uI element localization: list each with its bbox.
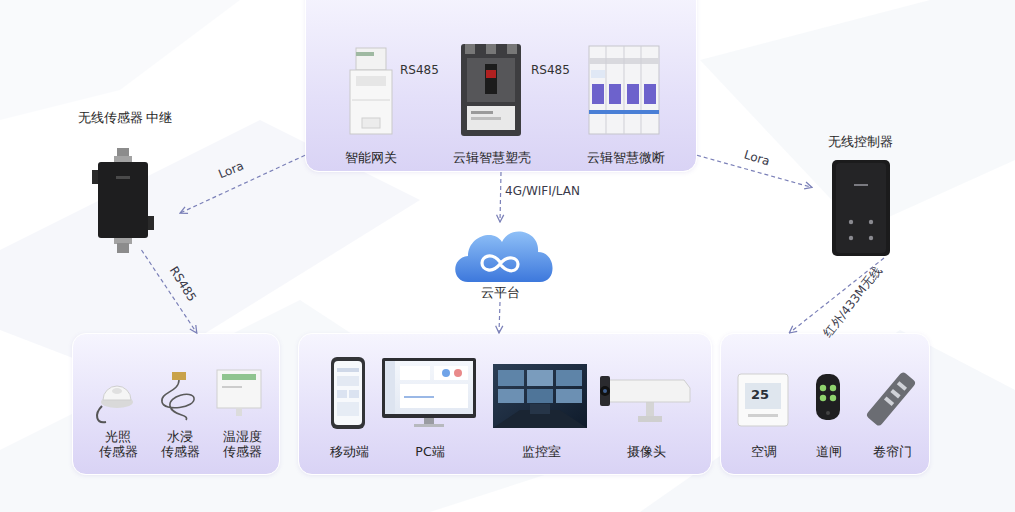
dashed-connector: [180, 155, 305, 213]
thermostat-icon: [738, 374, 788, 426]
monitor-icon: [382, 358, 476, 427]
connector-label: 红外/433M无线: [820, 263, 886, 341]
device-node: PC端: [395, 343, 465, 461]
node-label: 监控室: [522, 444, 561, 459]
camera-icon: [600, 376, 690, 422]
device-node: 无线传感器 中继: [70, 108, 180, 250]
appliance-band: 空调 道闸 卷帘门: [720, 333, 930, 475]
node-label: 温湿度 传感器: [211, 429, 273, 459]
device-node: 水浸 传感器: [151, 343, 209, 461]
cloud-icon: [455, 231, 552, 282]
connector-label: RS485: [167, 263, 199, 303]
device-node: 空调: [734, 343, 794, 461]
connector-label: Lora: [216, 159, 245, 182]
terminal-band: 移动端 PC端 监控室 摄像头: [298, 333, 712, 475]
sensor-band: 光照 传感器水浸 传感器温湿度 传感器: [72, 333, 280, 475]
controller-icon: [832, 160, 890, 256]
node-label: 水浸 传感器: [151, 429, 209, 459]
device-node: 卷帘门: [861, 343, 923, 461]
temp-humidity-sensor-icon: [217, 370, 261, 416]
device-node: 智能网关: [333, 41, 409, 167]
node-label: 光照 传感器: [89, 429, 147, 459]
connector-label: 4G/WIFI/LAN: [505, 184, 580, 198]
device-node: 移动端: [319, 343, 379, 461]
dashed-connector: [697, 155, 812, 187]
node-label: 云辑智慧塑壳: [453, 150, 531, 165]
node-label: 卷帘门: [873, 444, 912, 459]
node-label: 摄像头: [627, 444, 666, 459]
control-room-icon: [493, 364, 587, 428]
device-node: 光照 传感器: [89, 343, 147, 461]
mcb-icon: [589, 46, 659, 134]
dashed-connector: [142, 250, 197, 333]
node-label: 道闸: [816, 444, 842, 459]
mccb-icon: [461, 44, 521, 136]
device-node: 监控室: [495, 343, 587, 461]
water-sensor-icon: [162, 372, 194, 420]
device-node: 云辑智慧微断: [579, 41, 673, 167]
device-node: 摄像头: [601, 343, 691, 461]
device-node: 云辑智慧塑壳: [447, 41, 537, 167]
node-label: 智能网关: [345, 150, 397, 165]
shutter-remote-icon: [865, 371, 916, 427]
device-node: 温湿度 传感器: [211, 343, 273, 461]
node-label: PC端: [415, 444, 444, 459]
node-label: 移动端: [330, 444, 369, 459]
dashed-connector: [789, 258, 884, 333]
device-node: 无线控制器: [812, 132, 908, 258]
device-node: 道闸: [799, 343, 859, 461]
device-node: 云平台: [445, 222, 555, 302]
device-band: 智能网关 云辑智慧塑壳 云辑智慧微断: [305, 0, 697, 172]
dashed-connector: [500, 172, 501, 222]
light-sensor-icon: [97, 386, 133, 422]
node-label: 无线控制器: [828, 134, 893, 149]
node-label: 云平台: [481, 285, 520, 300]
node-label: 空调: [751, 444, 777, 459]
relay-icon: [92, 148, 154, 253]
gateway-icon: [350, 48, 392, 134]
phone-icon: [331, 357, 365, 429]
dashed-connector: [499, 302, 500, 333]
node-label: 无线传感器 中继: [78, 110, 173, 125]
remote-icon: [816, 374, 840, 420]
connector-layer: [142, 155, 885, 333]
node-label: 云辑智慧微断: [587, 150, 665, 165]
connector-label: Lora: [742, 148, 771, 169]
